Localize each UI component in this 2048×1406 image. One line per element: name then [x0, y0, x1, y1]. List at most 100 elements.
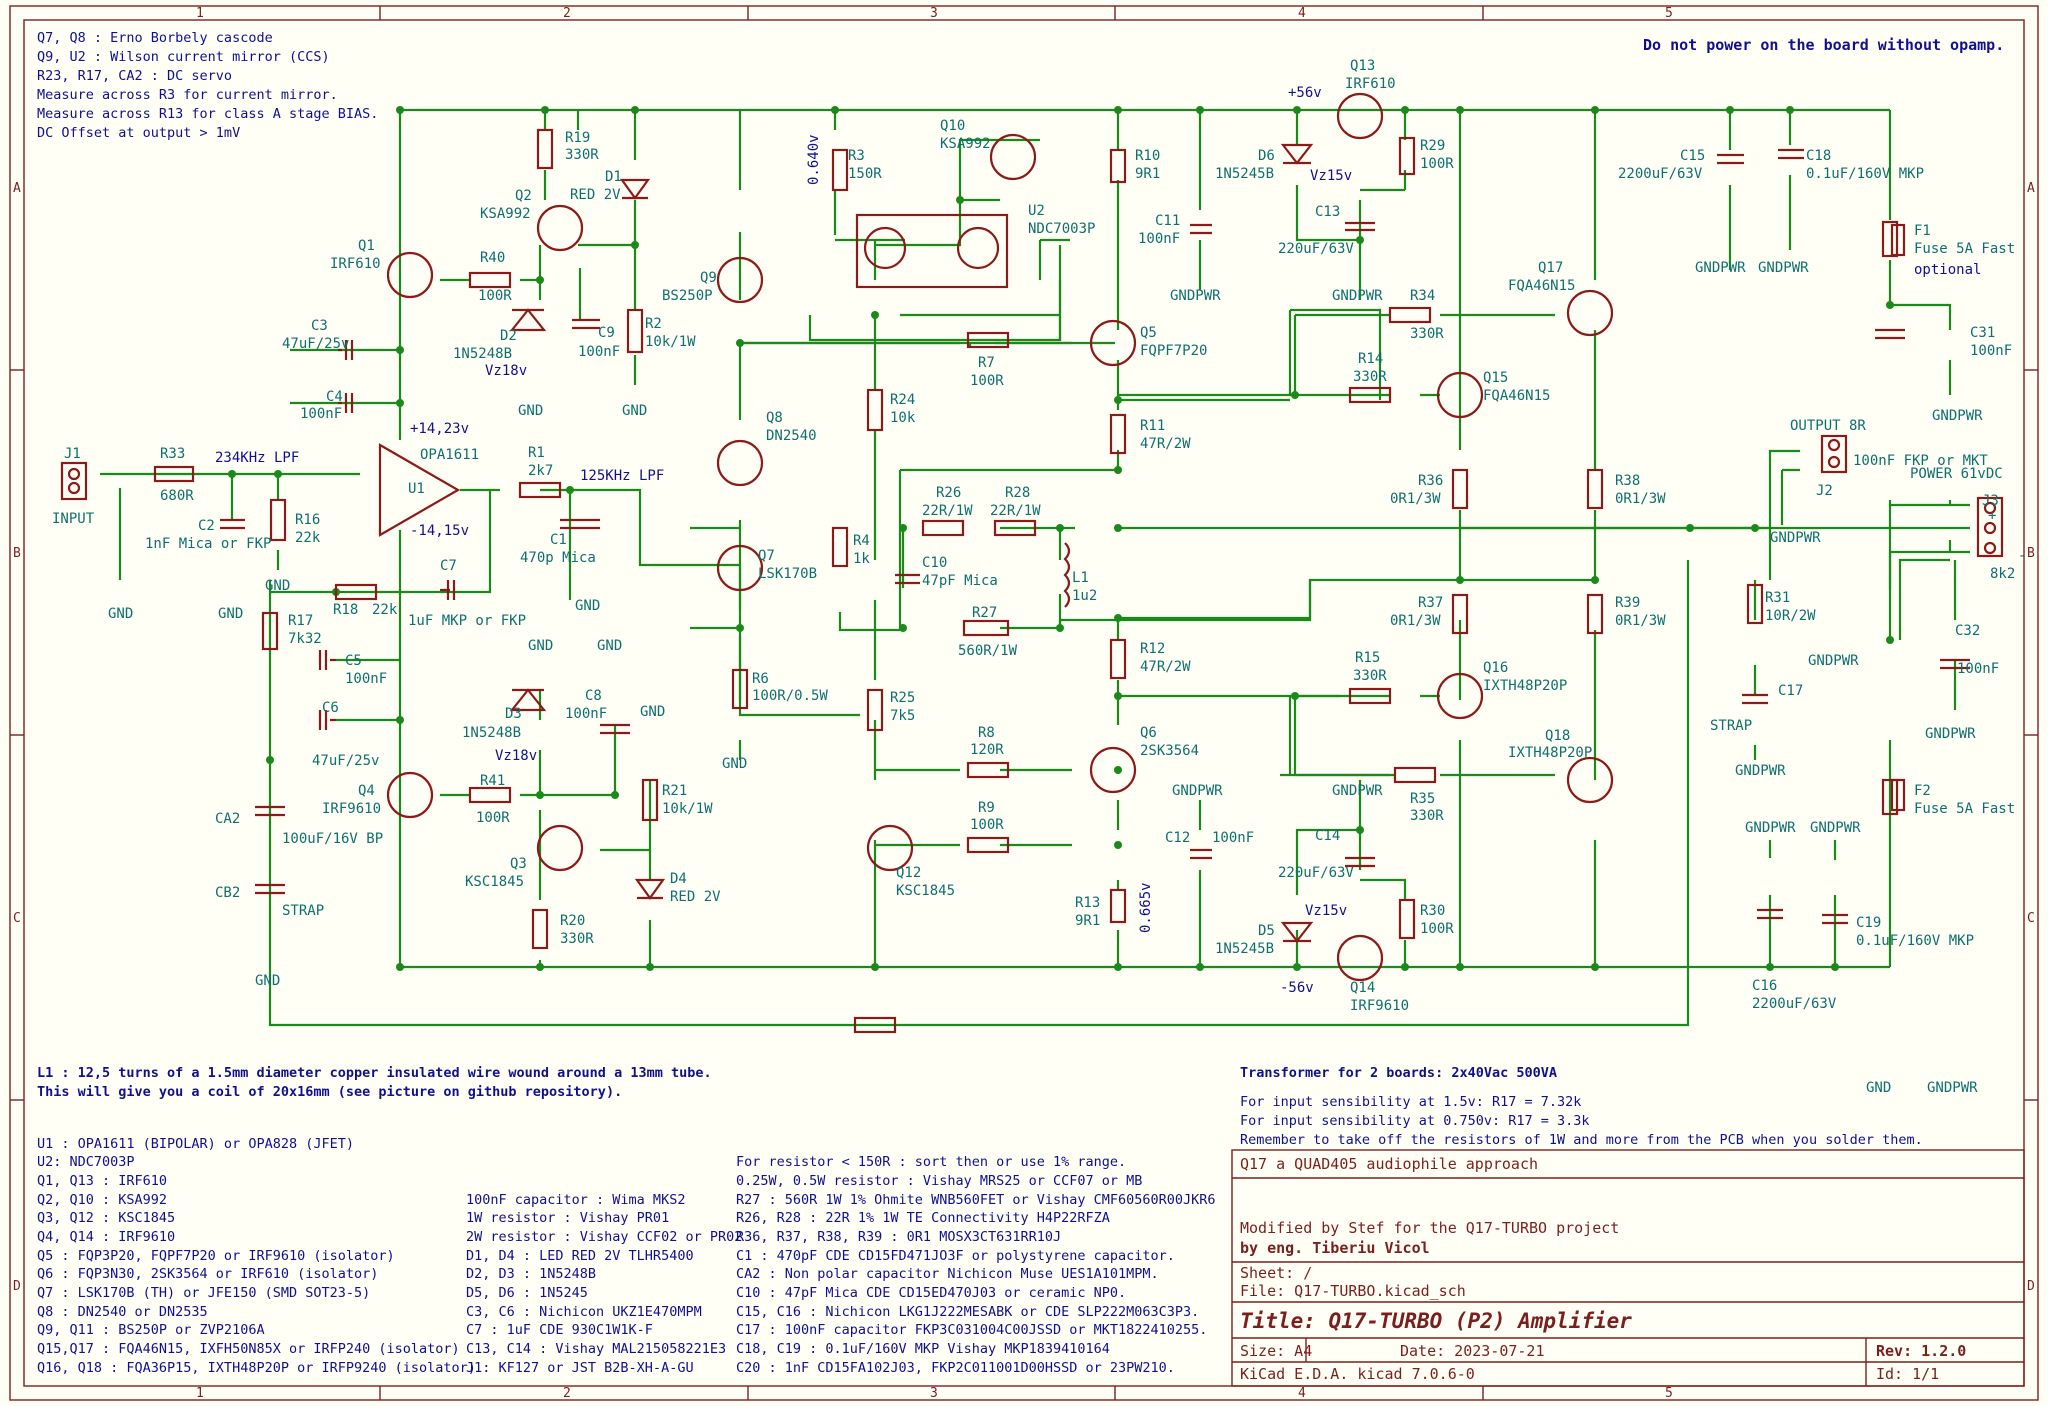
- ref-r35: R35: [1410, 791, 1435, 807]
- net-label-lpf2: 125KHz LPF: [580, 468, 664, 484]
- frame-row-d-right: D: [2027, 1279, 2035, 1294]
- val-c19: 0.1uF/160V MKP: [1856, 933, 1974, 949]
- val-r37: 0R1/3W: [1390, 613, 1441, 629]
- ref-q6: Q6: [1140, 725, 1157, 741]
- ref-c17: C17: [1778, 683, 1803, 699]
- bom-line: C18, C19 : 0.1uF/160V MKP Vishay MKP1839…: [736, 1341, 1110, 1357]
- gndpwr-label: GNDPWR: [1332, 783, 1383, 799]
- ref-ca2: CA2: [215, 811, 240, 827]
- val-c11: 100nF: [1138, 231, 1180, 247]
- gndpwr-label: GNDPWR: [1170, 288, 1221, 304]
- resistor-symbols: [153, 128, 1899, 1034]
- ref-r36: R36: [1418, 473, 1443, 489]
- tb-sheet: Sheet: /: [1240, 1264, 1312, 1282]
- gnd-label: GND: [575, 598, 600, 614]
- ref-r1: R1: [528, 445, 545, 461]
- ref-d3: D3: [505, 706, 522, 722]
- frame-row-c: C: [13, 911, 21, 926]
- note-line: R23, R17, CA2 : DC servo: [37, 68, 232, 84]
- tb-file: File: Q17-TURBO.kicad_sch: [1240, 1282, 1466, 1300]
- ref-j3: J3: [1982, 493, 1999, 509]
- val-q4: IRF9610: [322, 801, 381, 817]
- ref-r34: R34: [1410, 288, 1435, 304]
- gndpwr-label: GNDPWR: [1172, 783, 1223, 799]
- ref-c1: C1: [550, 532, 567, 548]
- ref-r14: R14: [1358, 351, 1383, 367]
- frame-col-5-bottom: 5: [1665, 1386, 1673, 1401]
- ref-d4: D4: [670, 871, 687, 887]
- ref-r13: R13: [1075, 895, 1100, 911]
- val-c6: 47uF/25v: [312, 753, 379, 769]
- ref-r7: R7: [978, 355, 995, 371]
- val-c4: 100nF: [300, 406, 342, 422]
- bom-line: Q5 : FQP3P20, FQPF7P20 or IRF9610 (isola…: [37, 1248, 395, 1264]
- ref-r33: R33: [160, 446, 185, 462]
- ref-c9: C9: [598, 325, 615, 341]
- net-label-vr3: 0.640v: [806, 134, 822, 185]
- val-q8: DN2540: [766, 428, 817, 444]
- tb-comment1: Q17 a QUAD405 audiophile approach: [1240, 1155, 1538, 1173]
- ref-c19: C19: [1856, 915, 1881, 931]
- bom-line: C7 : 1uF CDE 930C1W1K-F: [466, 1322, 653, 1338]
- bom-line: C15, C16 : Nichicon LKG1J222MESABK or CD…: [736, 1304, 1199, 1320]
- val-r36: 0R1/3W: [1390, 491, 1441, 507]
- bom-line: U2: NDC7003P: [37, 1154, 135, 1170]
- val-r8: 120R: [970, 742, 1004, 758]
- note-line: Q7, Q8 : Erno Borbely cascode: [37, 30, 273, 46]
- frame-row-b-right: B: [2027, 546, 2035, 561]
- ref-c15: C15: [1680, 148, 1705, 164]
- net-label-vneg: -14,15v: [410, 523, 469, 539]
- ref-r18: R18: [333, 602, 358, 618]
- ref-r40: R40: [480, 250, 505, 266]
- net-label-vz15-bot: Vz15v: [1305, 903, 1347, 919]
- val-r1: 2k7: [528, 463, 553, 479]
- val-r25: 7k5: [890, 708, 915, 724]
- val-r28: 22R/1W: [990, 503, 1041, 519]
- gndpwr-label: GNDPWR: [1758, 260, 1809, 276]
- val-r20: 330R: [560, 931, 594, 947]
- bom-line: C13, C14 : Vishay MAL215058221E3: [466, 1341, 726, 1357]
- gndpwr-label: GNDPWR: [1735, 763, 1786, 779]
- gnd-label: GND: [528, 638, 553, 654]
- frame-col-2-bottom: 2: [563, 1386, 571, 1401]
- ref-c18: C18: [1806, 148, 1831, 164]
- val-r19: 330R: [565, 147, 599, 163]
- ref-r37: R37: [1418, 595, 1443, 611]
- net-labels: 234KHz LPF 125KHz LPF +14,23v -14,15v 0.…: [215, 85, 2026, 996]
- val-r17: 7k32: [288, 631, 322, 647]
- ref-r29: R29: [1420, 138, 1445, 154]
- bom-line: D2, D3 : 1N5248B: [466, 1266, 596, 1282]
- ref-q1: Q1: [358, 238, 375, 254]
- gnd-label: GND: [640, 704, 665, 720]
- wires: [100, 108, 1970, 1027]
- bom-line: Q9, Q11 : BS250P or ZVP2106A: [37, 1322, 265, 1338]
- gndpwr-label: GNDPWR: [1695, 260, 1746, 276]
- ref-r12: R12: [1140, 641, 1165, 657]
- ref-q17: Q17: [1538, 260, 1563, 276]
- val-r27: 560R/1W: [958, 643, 1018, 659]
- ground-labels: GND GND GND GND GND GND GND GND GND GND …: [108, 260, 1983, 1096]
- ref-c4: C4: [326, 389, 343, 405]
- title-block: Q17 a QUAD405 audiophile approach Modifi…: [1231, 1149, 2025, 1387]
- val-f1: Fuse 5A Fast: [1914, 241, 2015, 257]
- val-r35: 330R: [1410, 808, 1444, 824]
- bom-line: 0.25W, 0.5W resistor : Vishay MRS25 or C…: [736, 1173, 1142, 1189]
- ref-r28: R28: [1005, 485, 1030, 501]
- val-cb2: STRAP: [282, 903, 324, 919]
- bom-line: D1, D4 : LED RED 2V TLHR5400: [466, 1248, 694, 1264]
- bom-line: J1: KF127 or JST B2B-XH-A-GU: [466, 1360, 694, 1376]
- frame-row-c-right: C: [2027, 911, 2035, 926]
- bom-mid: 100nF capacitor : Wima MKS2 1W resistor …: [466, 1192, 742, 1376]
- bom-line: D5, D6 : 1N5245: [466, 1285, 588, 1301]
- j2-pin-label: 100nF FKP or MKT: [1853, 453, 1988, 469]
- ref-j2: J2: [1816, 483, 1833, 499]
- val-r18: 22k: [372, 602, 398, 618]
- val-r7: 100R: [970, 373, 1004, 389]
- bom-line: Q3, Q12 : KSC1845: [37, 1210, 175, 1226]
- ref-q5: Q5: [1140, 325, 1157, 341]
- val-r41: 100R: [476, 810, 510, 826]
- sheet-frame: 1 2 3 4 5 1 2 3 4 5 A B C D A B C D: [9, 5, 2039, 1401]
- ref-r6: R6: [752, 671, 769, 687]
- tb-date: Date: 2023-07-21: [1400, 1342, 1545, 1360]
- ref-d6: D6: [1258, 148, 1275, 164]
